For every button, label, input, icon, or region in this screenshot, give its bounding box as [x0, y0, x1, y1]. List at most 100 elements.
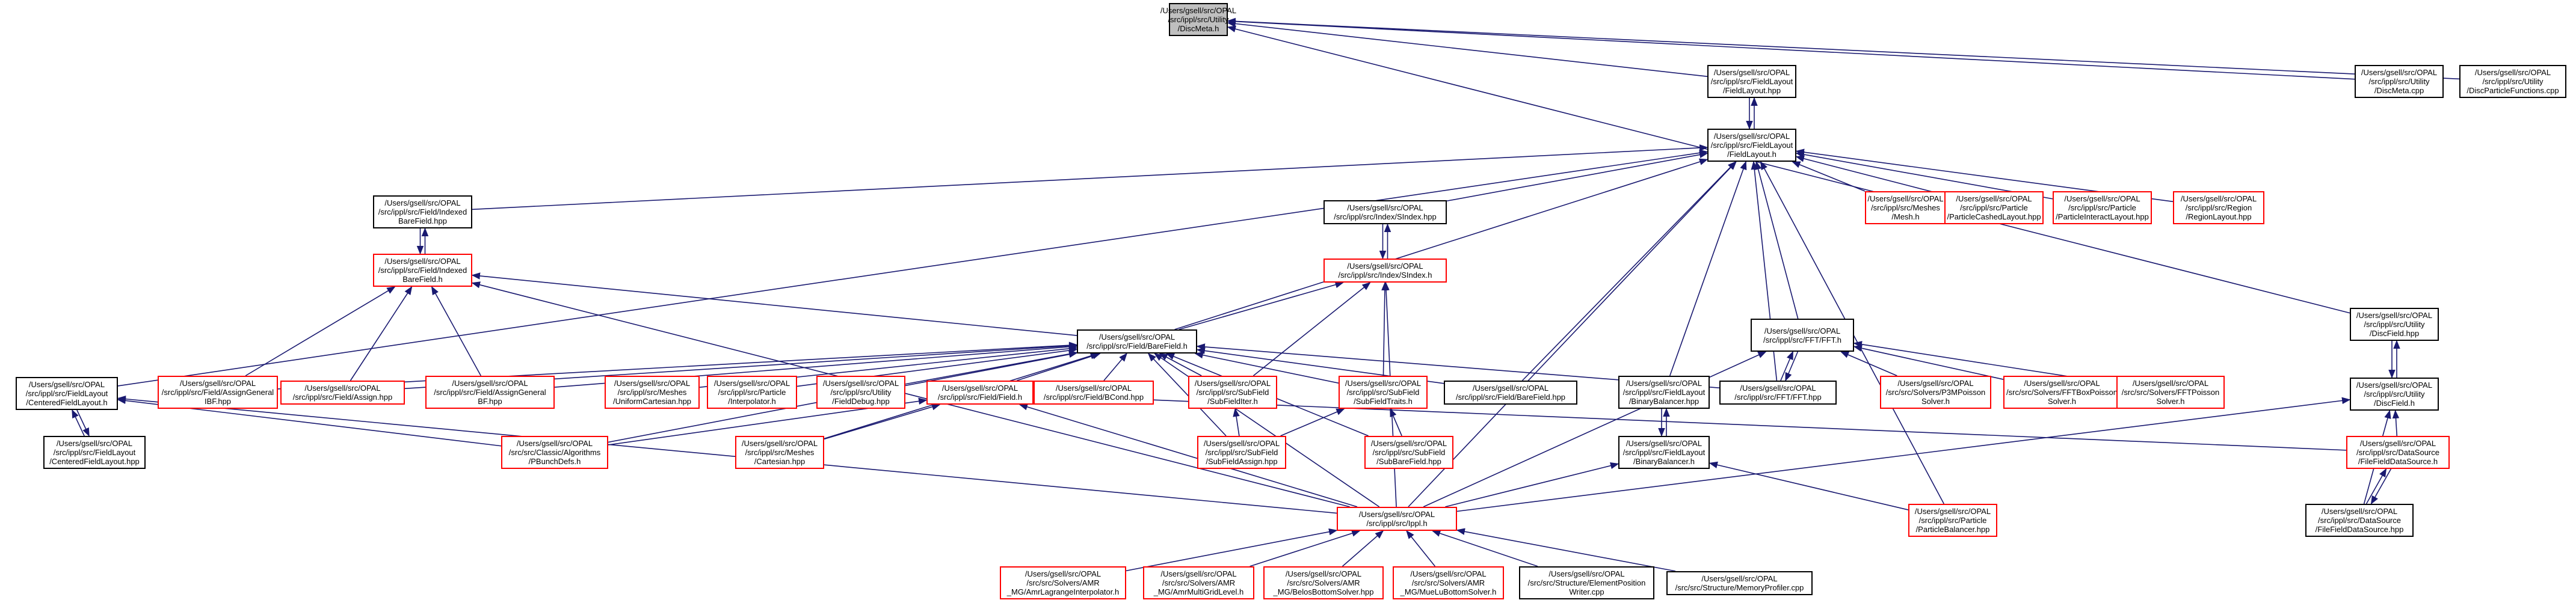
- node-bcond-hpp[interactable]: /Users/gsell/src/OPAL/src/ippl/src/Field…: [1034, 381, 1154, 405]
- edge-assigngeneralibf_hpp-to-indexedbarefield_h: [245, 286, 396, 376]
- node-label-line: /src/src/Solvers/AMR: [1026, 578, 1100, 587]
- node-label-line: /src/ippl/src/Ippl.h: [1366, 519, 1428, 528]
- node-subfieldassign-hpp[interactable]: /Users/gsell/src/OPAL/src/ippl/src/SubFi…: [1197, 436, 1286, 469]
- edge-amrmultigridlevel_h-to-ippl_h: [1249, 530, 1361, 567]
- node-label-line: /Cartesian.hpp: [754, 457, 806, 466]
- node-label-line: /Users/gsell/src/OPAL: [452, 379, 528, 388]
- node-sindex-h[interactable]: /Users/gsell/src/OPAL/src/ippl/src/Index…: [1323, 259, 1447, 283]
- node-amrlagrangeinterpolator-h[interactable]: /Users/gsell/src/OPAL/src/src/Solvers/AM…: [1000, 566, 1126, 599]
- node-discfield-hpp[interactable]: /Users/gsell/src/OPAL/src/ippl/src/Utili…: [2350, 308, 2439, 341]
- node-label-line: /Users/gsell/src/OPAL: [1740, 384, 1816, 393]
- edge-subfieldassign_hpp-to-subfielditer_h: [1233, 408, 1240, 436]
- node-muelubottomsolver-h[interactable]: /Users/gsell/src/OPAL/src/src/Solvers/AM…: [1393, 566, 1504, 599]
- node-label-line: /Users/gsell/src/OPAL: [2356, 381, 2433, 390]
- node-label-line: /src/src/Solvers/FFTPoisson: [2121, 388, 2220, 397]
- edge-discparticlefunctions_cpp-to-root: [1227, 17, 2460, 80]
- node-amrmultigridlevel-h[interactable]: /Users/gsell/src/OPAL/src/src/Solvers/AM…: [1143, 566, 1254, 599]
- node-label-line: /src/src/Classic/Algorithms: [508, 448, 601, 457]
- node-barefield-h[interactable]: /Users/gsell/src/OPAL/src/ippl/src/Field…: [1077, 329, 1197, 354]
- node-filefielddatasource-h[interactable]: /Users/gsell/src/OPAL/src/ippl/src/DataS…: [2346, 436, 2450, 469]
- node-discmeta-cpp[interactable]: /Users/gsell/src/OPAL/src/ippl/src/Utili…: [2355, 65, 2444, 98]
- node-label-line: /src/ippl/src/Utility: [2364, 320, 2425, 329]
- node-pbunchdefs-h[interactable]: /Users/gsell/src/OPAL/src/src/Classic/Al…: [501, 436, 608, 469]
- node-label-line: /src/ippl/src/FFT/FFT.hpp: [1734, 393, 1822, 402]
- edge-elementpositionwriter_cpp-to-ippl_h: [1431, 530, 1538, 567]
- node-barefield-hpp[interactable]: /Users/gsell/src/OPAL/src/ippl/src/Field…: [1444, 381, 1577, 405]
- node-fft-hpp[interactable]: /Users/gsell/src/OPAL/src/ippl/src/FFT/F…: [1719, 381, 1837, 405]
- node-bellobottomsolver-hpp[interactable]: /Users/gsell/src/OPAL/src/src/Solvers/AM…: [1263, 566, 1384, 599]
- node-label-line: /ParticleInteractLayout.hpp: [2056, 212, 2149, 221]
- node-centeredfieldlayout-h[interactable]: /Users/gsell/src/OPAL/src/ippl/src/Field…: [16, 377, 118, 410]
- node-label-line: /src/ippl/src/DataSource: [2356, 448, 2439, 457]
- edge-fieldlayout_hpp-to-root: [1227, 20, 1708, 78]
- node-label-line: /Users/gsell/src/OPAL: [1285, 569, 1362, 578]
- node-interpolator-h[interactable]: /Users/gsell/src/OPAL/src/ippl/src/Parti…: [707, 376, 797, 409]
- node-field-h[interactable]: /Users/gsell/src/OPAL/src/ippl/src/Field…: [926, 381, 1034, 405]
- node-subfieldtraits-h[interactable]: /Users/gsell/src/OPAL/src/ippl/src/SubFi…: [1339, 376, 1428, 409]
- edge-assigngeneralibf_hpp-to-barefield_h: [277, 341, 1078, 390]
- node-label-line: /Users/gsell/src/OPAL: [1203, 439, 1280, 448]
- node-memoryprofiler-cpp[interactable]: /Users/gsell/src/OPAL/src/src/Structure/…: [1666, 571, 1813, 595]
- node-particlebalancer-hpp[interactable]: /Users/gsell/src/OPAL/src/ippl/src/Parti…: [1908, 504, 1997, 537]
- edge-ippl_h-to-binarybalancer_h: [1445, 462, 1619, 507]
- node-label-line: /Users/gsell/src/OPAL: [1713, 68, 1790, 77]
- node-subfielditer-h[interactable]: /Users/gsell/src/OPAL/src/ippl/src/SubFi…: [1188, 376, 1277, 409]
- node-assigngeneralbf-hpp[interactable]: /Users/gsell/src/OPAL/src/ippl/src/Field…: [425, 376, 555, 409]
- node-filefielddatasource-hpp[interactable]: /Users/gsell/src/OPAL/src/ippl/src/DataS…: [2305, 504, 2414, 537]
- node-subbarefield-hpp[interactable]: /Users/gsell/src/OPAL/src/ippl/src/SubFi…: [1364, 436, 1453, 469]
- node-label-line: /CenteredFieldLayout.h: [26, 398, 108, 407]
- edge-barefield_h-to-fieldlayout_h: [1174, 158, 1709, 330]
- node-ippl-h[interactable]: /Users/gsell/src/OPAL/src/ippl/src/Ippl.…: [1337, 507, 1457, 531]
- node-label-line: /RegionLayout.hpp: [2186, 212, 2252, 221]
- edge-discfield_hpp-to-root: [1227, 25, 2350, 314]
- node-label-line: /src/src/Solvers/AMR: [1162, 578, 1236, 587]
- node-label-line: /src/ippl/src/FieldLayout: [1710, 141, 1793, 150]
- node-label-line: /Users/gsell/src/OPAL: [56, 439, 133, 448]
- node-mesh-h[interactable]: /Users/gsell/src/OPAL/src/ippl/src/Meshe…: [1865, 191, 1946, 224]
- node-binarybalancer-h[interactable]: /Users/gsell/src/OPAL/src/ippl/src/Field…: [1618, 436, 1710, 469]
- node-cartesian-hpp[interactable]: /Users/gsell/src/OPAL/src/ippl/src/Meshe…: [735, 436, 824, 469]
- node-fftpoissonsolver-h[interactable]: /Users/gsell/src/OPAL/src/src/Solvers/FF…: [2116, 376, 2225, 409]
- node-label-line: /Mesh.h: [1891, 212, 1920, 221]
- node-label-line: /src/ippl/src/SubField: [1346, 388, 1420, 397]
- node-fieldlayout-hpp[interactable]: /Users/gsell/src/OPAL/src/ippl/src/Field…: [1707, 65, 1796, 98]
- node-label-line: IBF.hpp: [204, 397, 232, 406]
- node-sindex-hpp[interactable]: /Users/gsell/src/OPAL/src/ippl/src/Index…: [1323, 200, 1447, 224]
- node-indexedbarefield-hpp[interactable]: /Users/gsell/src/OPAL/src/ippl/src/Field…: [373, 195, 472, 228]
- node-label-line: /SubFieldIter.h: [1207, 397, 1258, 406]
- node-label-line: /Users/gsell/src/OPAL: [1410, 569, 1487, 578]
- node-uniformcartesian-hpp[interactable]: /Users/gsell/src/OPAL/src/ippl/src/Meshe…: [605, 376, 700, 409]
- node-label-line: /BinaryBalancer.hpp: [1628, 397, 1699, 406]
- node-fieldlayout-h[interactable]: /Users/gsell/src/OPAL/src/ippl/src/Field…: [1707, 129, 1796, 162]
- node-elementpositionwriter-cpp[interactable]: /Users/gsell/src/OPAL/src/src/Structure/…: [1519, 566, 1654, 599]
- edge-ippl_h-to-fieldlayout_h: [1408, 161, 1737, 507]
- node-fft-h[interactable]: /Users/gsell/src/OPAL/src/ippl/src/FFT/F…: [1751, 319, 1854, 352]
- node-label-line: /UniformCartesian.hpp: [612, 397, 692, 406]
- node-particlecashedlayout-hpp[interactable]: /Users/gsell/src/OPAL/src/ippl/src/Parti…: [1944, 191, 2044, 224]
- node-label-line: /DiscField.hpp: [2369, 329, 2420, 338]
- node-label-line: /src/src/Solvers/AMR: [1411, 578, 1485, 587]
- edge-ippl_h-to-field_h: [1018, 403, 1358, 507]
- node-assigngeneralibf-hpp[interactable]: /Users/gsell/src/OPAL/src/ippl/src/Field…: [158, 376, 278, 409]
- node-binarybalancer-hpp[interactable]: /Users/gsell/src/OPAL/src/ippl/src/Field…: [1618, 376, 1710, 409]
- node-label-line: /src/src/Structure/MemoryProfiler.cpp: [1675, 583, 1804, 592]
- node-fftboxpoissonsolver-h[interactable]: /Users/gsell/src/OPAL/src/src/Solvers/FF…: [2003, 376, 2121, 409]
- node-centeredfieldlayout-hpp[interactable]: /Users/gsell/src/OPAL/src/ippl/src/Field…: [43, 436, 146, 469]
- node-label-line: /Users/gsell/src/OPAL: [1914, 507, 1991, 516]
- node-label-line: /src/ippl/src/FieldLayout: [1710, 77, 1793, 86]
- node-label-line: _MG/BelosBottomSolver.hpp: [1273, 587, 1374, 596]
- node-assign-hpp[interactable]: /Users/gsell/src/OPAL/src/ippl/src/Field…: [280, 381, 405, 405]
- node-label-line: /Users/gsell/src/OPAL: [741, 439, 818, 448]
- node-regionlayout-hpp[interactable]: /Users/gsell/src/OPAL/src/ippl/src/Regio…: [2173, 191, 2264, 224]
- node-discparticlefunctions-cpp[interactable]: /Users/gsell/src/OPAL/src/ippl/src/Utili…: [2459, 65, 2566, 98]
- node-label-line: /Users/gsell/src/OPAL: [1345, 379, 1422, 388]
- node-label-line: BareField.h: [402, 275, 443, 284]
- node-p3mpoissonsolver-h[interactable]: /Users/gsell/src/OPAL/src/src/Solvers/P3…: [1880, 376, 1991, 409]
- node-particleinteractlayout-hpp[interactable]: /Users/gsell/src/OPAL/src/ippl/src/Parti…: [2053, 191, 2152, 224]
- node-discfield-h[interactable]: /Users/gsell/src/OPAL/src/ippl/src/Utili…: [2350, 378, 2439, 411]
- node-fielddebug-hpp[interactable]: /Users/gsell/src/OPAL/src/ippl/src/Utili…: [816, 376, 905, 409]
- node-label-line: /src/ippl/src/Field/BareField.hpp: [1455, 393, 1566, 402]
- node-indexedbarefield-h[interactable]: /Users/gsell/src/OPAL/src/ippl/src/Field…: [373, 254, 472, 287]
- node-label-line: /FileFieldDataSource.h: [2358, 457, 2438, 466]
- node-label-line: /Users/gsell/src/OPAL: [1347, 262, 1423, 271]
